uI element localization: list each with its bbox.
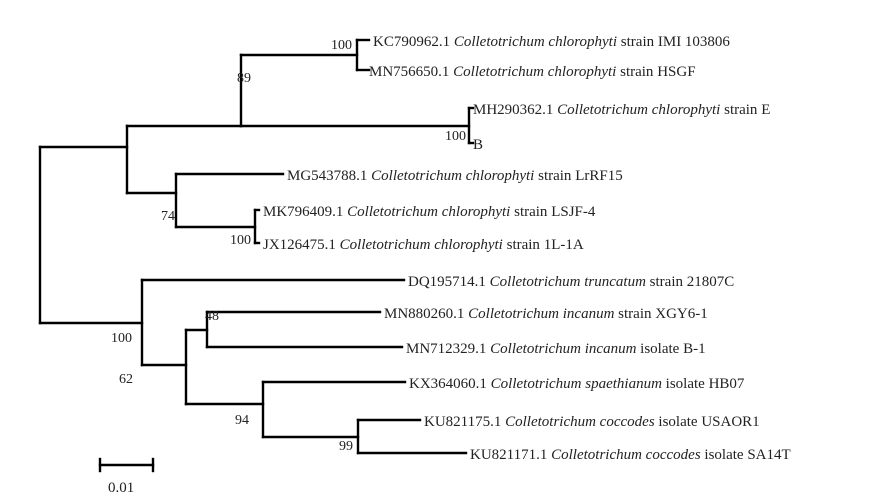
tree-branches: [38, 38, 475, 455]
bootstrap-values: 100 89 100 74 100 100 48 62 94 99: [111, 38, 466, 454]
taxon-acc: MN880260.1: [384, 306, 468, 322]
taxon-label-t4: B: [473, 137, 483, 153]
taxon-nm: B: [473, 137, 483, 153]
taxon-label-t8: DQ195714.1 Colletotrichum truncatum stra…: [408, 274, 734, 290]
taxon-acc: MK796409.1: [263, 204, 347, 220]
taxon-sp: Colletotrichum spaethianum: [491, 376, 662, 392]
taxon-label-t1: KC790962.1 Colletotrichum chlorophyti st…: [373, 34, 730, 50]
taxon-nm: LSJF-4: [551, 204, 596, 220]
taxon-sp: Colletotrichum chlorophyti: [453, 64, 616, 80]
bootstrap-value-8: 62: [119, 372, 133, 387]
taxon-acc: KC790962.1: [373, 34, 454, 50]
bootstrap-value-3: 100: [445, 129, 466, 144]
taxon-sp: Colletotrichum truncatum: [490, 274, 646, 290]
taxon-sp: Colletotrichum chlorophyti: [454, 34, 617, 50]
taxon-nm: B-1: [683, 341, 706, 357]
taxon-type: strain: [617, 34, 658, 50]
taxon-nm: SA14T: [747, 447, 790, 463]
taxon-sp: Colletotrichum chlorophyti: [340, 237, 503, 253]
taxon-acc: MN756650.1: [369, 64, 453, 80]
taxon-type: strain: [720, 102, 761, 118]
taxon-nm: HB07: [709, 376, 745, 392]
taxon-nm: XGY6-1: [655, 306, 708, 322]
taxon-type: strain: [616, 64, 657, 80]
taxon-nm: IMI 103806: [658, 34, 731, 50]
taxon-type: strain: [614, 306, 655, 322]
bootstrap-value-10: 99: [339, 439, 353, 454]
taxon-sp: Colletotrichum chlorophyti: [557, 102, 720, 118]
bootstrap-value-5: 100: [230, 233, 251, 248]
taxon-nm: 1L-1A: [544, 237, 584, 253]
taxon-type: strain: [534, 168, 575, 184]
taxon-acc: KU821171.1: [470, 447, 551, 463]
taxon-label-t11: KX364060.1 Colletotrichum spaethianum is…: [409, 376, 745, 392]
taxon-acc: MN712329.1: [406, 341, 490, 357]
taxon-sp: Colletotrichum incanum: [468, 306, 614, 322]
taxon-acc: JX126475.1: [263, 237, 340, 253]
taxon-type: isolate: [636, 341, 683, 357]
taxon-label-t10: MN712329.1 Colletotrichum incanum isolat…: [406, 341, 706, 357]
taxon-label-t6: MK796409.1 Colletotrichum chlorophyti st…: [263, 204, 596, 220]
taxon-sp: Colletotrichum incanum: [490, 341, 636, 357]
bootstrap-value-4: 74: [161, 209, 175, 224]
taxon-label-t7: JX126475.1 Colletotrichum chlorophyti st…: [263, 237, 584, 253]
taxon-label-t12: KU821175.1 Colletotrichum coccodes isola…: [424, 414, 760, 430]
taxon-label-t13: KU821171.1 Colletotrichum coccodes isola…: [470, 447, 791, 463]
scale-bar-label: 0.01: [108, 480, 134, 496]
taxon-acc: KX364060.1: [409, 376, 491, 392]
taxon-sp: Colletotrichum coccodes: [551, 447, 701, 463]
bootstrap-value-7: 48: [205, 309, 219, 324]
taxon-label-t3: MH290362.1 Colletotrichum chlorophyti st…: [473, 102, 770, 118]
taxon-type: strain: [503, 237, 544, 253]
taxon-sp: Colletotrichum coccodes: [505, 414, 655, 430]
bootstrap-value-2: 89: [237, 71, 251, 86]
taxon-sp: Colletotrichum chlorophyti: [347, 204, 510, 220]
taxon-nm: E: [761, 102, 770, 118]
scale-bar: 0.01: [98, 457, 155, 496]
taxon-type: isolate: [662, 376, 709, 392]
taxon-labels: KC790962.1 Colletotrichum chlorophyti st…: [263, 34, 791, 463]
taxon-type: isolate: [701, 447, 748, 463]
taxon-acc: MG543788.1: [287, 168, 371, 184]
taxon-sp: Colletotrichum chlorophyti: [371, 168, 534, 184]
taxon-type: strain: [646, 274, 687, 290]
taxon-label-t5: MG543788.1 Colletotrichum chlorophyti st…: [287, 168, 623, 184]
taxon-acc: MH290362.1: [473, 102, 557, 118]
taxon-nm: HSGF: [657, 64, 695, 80]
taxon-type: strain: [510, 204, 551, 220]
taxon-nm: LrRF15: [575, 168, 623, 184]
bootstrap-value-9: 94: [235, 413, 249, 428]
taxon-acc: KU821175.1: [424, 414, 505, 430]
taxon-acc: DQ195714.1: [408, 274, 490, 290]
bootstrap-value-6: 100: [111, 331, 132, 346]
taxon-type: isolate: [655, 414, 702, 430]
taxon-label-t9: MN880260.1 Colletotrichum incanum strain…: [384, 306, 708, 322]
taxon-nm: 21807C: [687, 274, 735, 290]
taxon-nm: USAOR1: [701, 414, 759, 430]
bootstrap-value-1: 100: [331, 38, 352, 53]
taxon-label-t2: MN756650.1 Colletotrichum chlorophyti st…: [369, 64, 696, 80]
